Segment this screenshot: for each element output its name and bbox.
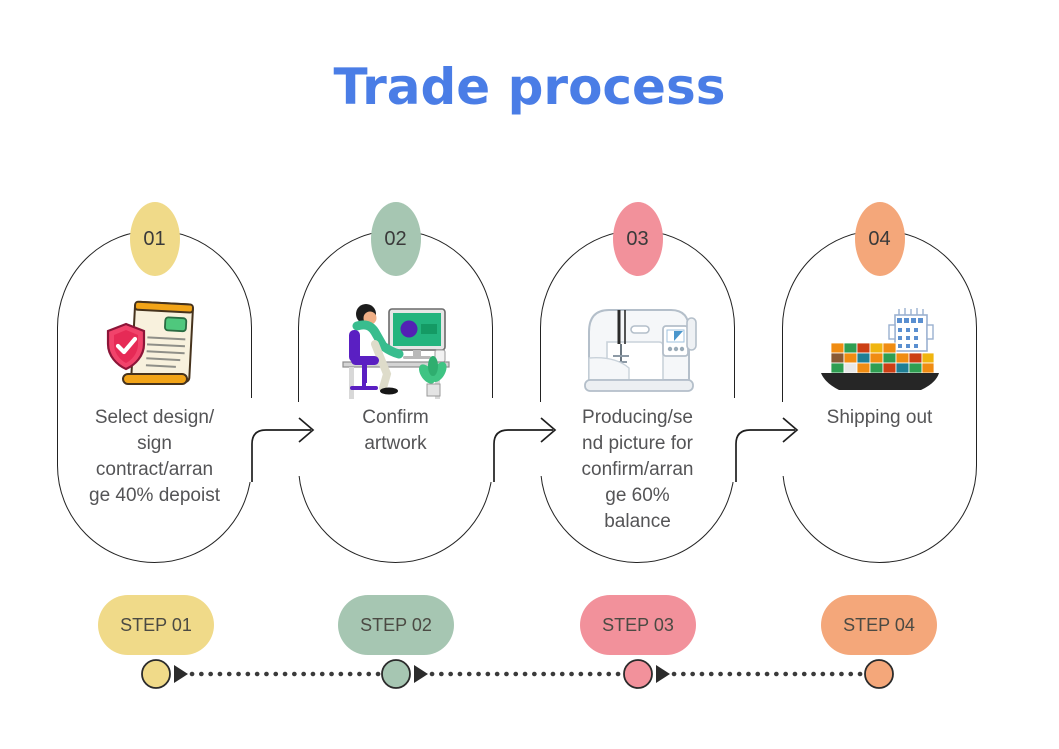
contract-document-icon: [85, 295, 225, 403]
step-number: 03: [626, 227, 649, 250]
sewing-machine-icon: [568, 295, 708, 403]
arrow-marker-icon: [656, 665, 670, 683]
process-card-3: 03 Producing/se nd pict: [540, 202, 735, 563]
step-chip-1: STEP 01: [98, 595, 214, 655]
page-title: Trade process: [333, 58, 726, 116]
step-description-1: Select design/ sign contract/arran ge 40…: [89, 407, 220, 506]
designer-at-computer-icon: [326, 295, 466, 403]
process-card-4: 04: [782, 202, 977, 563]
step-number-badge-3: 03: [612, 202, 663, 276]
step-number: 01: [143, 227, 166, 250]
border-gap: [731, 398, 739, 482]
timeline-node-2: [381, 659, 411, 689]
timeline-node-1: [141, 659, 171, 689]
step-number: 02: [384, 227, 407, 250]
container-ship-icon: [810, 295, 950, 403]
step-chip-label: STEP 02: [360, 614, 432, 635]
step-description-3: Producing/se nd picture for confirm/arra…: [581, 407, 694, 532]
step-number-badge-1: 01: [129, 202, 180, 276]
process-card-2: 02: [298, 202, 493, 563]
arrow-marker-icon: [414, 665, 428, 683]
timeline: [141, 659, 894, 689]
border-gap: [778, 402, 786, 476]
step-chip-label: STEP 03: [602, 614, 674, 635]
step-description-4: Shipping out: [826, 407, 933, 428]
step-chip-4: STEP 04: [821, 595, 937, 655]
flow-arrow-1: [251, 417, 315, 482]
step-chip-label: STEP 01: [120, 614, 192, 635]
step-number: 04: [868, 227, 891, 250]
timeline-node-4: [864, 659, 894, 689]
border-gap: [536, 402, 544, 476]
step-description-2: Confirm artwork: [362, 407, 429, 454]
timeline-node-3: [623, 659, 653, 689]
step-chip-label: STEP 04: [843, 614, 915, 635]
step-number-badge-2: 02: [370, 202, 421, 276]
arrow-marker-icon: [174, 665, 188, 683]
border-gap: [489, 398, 497, 482]
step-chip-2: STEP 02: [338, 595, 454, 655]
flow-arrow-3: [735, 417, 799, 482]
step-number-badge-4: 04: [854, 202, 905, 276]
border-gap: [294, 402, 302, 476]
process-card-1: 01: [57, 202, 252, 563]
flow-arrow-2: [493, 417, 557, 482]
step-chip-3: STEP 03: [580, 595, 696, 655]
